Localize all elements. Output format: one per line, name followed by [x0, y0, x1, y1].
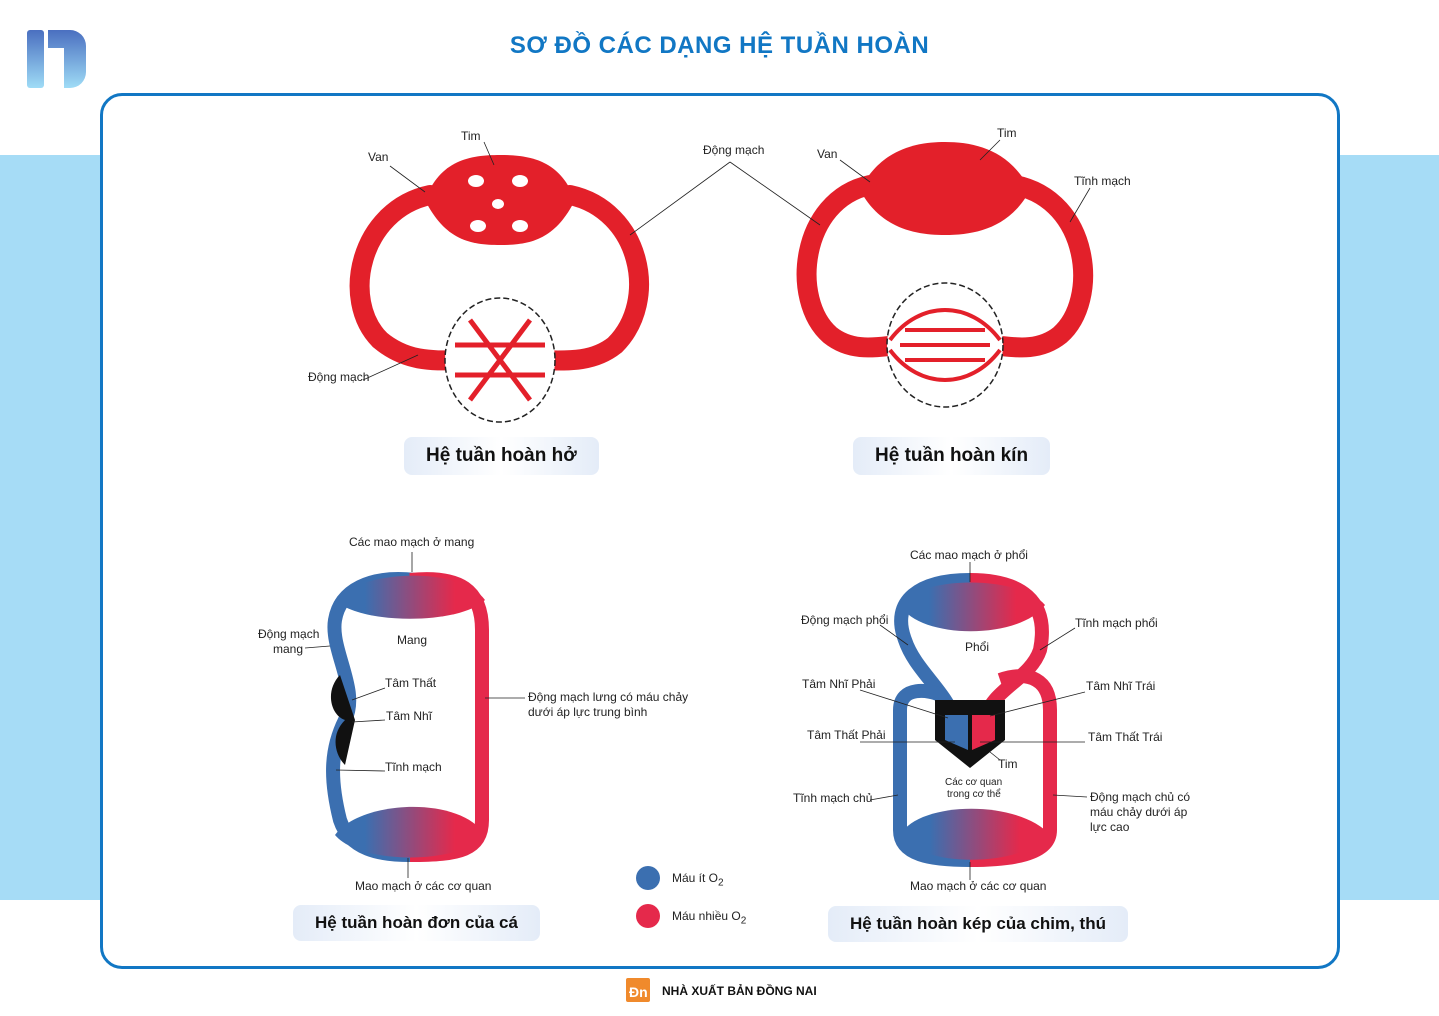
bird-vena-cava-label: Tĩnh mạch chủ: [793, 791, 873, 805]
open-heart-label: Tim: [461, 129, 481, 143]
publisher-name: NHÀ XUẤT BẢN ĐỒNG NAI: [662, 984, 817, 998]
closed-vein-label: Tĩnh mạch: [1074, 174, 1131, 188]
bird-ra-label: Tâm Nhĩ Phải: [802, 677, 876, 691]
legend-oxygen-rich-swatch: [636, 904, 660, 928]
bird-aorta-label-1: Động mạch chủ có: [1090, 790, 1191, 804]
closed-circulation-diagram: [796, 142, 1094, 408]
fish-gill-artery-label-2: mang: [273, 642, 304, 656]
shared-artery-label: Động mạch: [703, 143, 765, 157]
right-band: [1336, 155, 1439, 900]
bird-pulm-vein-label: Tĩnh mạch phổi: [1075, 616, 1158, 630]
closed-caption: Hệ tuần hoàn kín: [853, 437, 1051, 475]
bird-caption: Hệ tuần hoàn kép của chim, thú: [828, 906, 1128, 942]
bird-la-label: Tâm Nhĩ Trái: [1086, 679, 1156, 693]
closed-valve-label: Van: [817, 147, 838, 161]
publisher-logo-bottom: Đn: [626, 978, 650, 1002]
bird-lung-label: Phổi: [965, 640, 990, 654]
fish-dorsal-label-1: Động mạch lưng có máu chảy: [528, 690, 689, 704]
left-band: [0, 155, 102, 900]
fish-gill-artery-label-1: Động mạch: [258, 627, 320, 641]
legend-oxygen-rich: Máu nhiều O2: [672, 909, 746, 926]
legend-subscript: 2: [740, 915, 747, 927]
bird-organ-cap-label: Mao mạch ở các cơ quan: [910, 879, 1047, 893]
fish-organ-cap-label: Mao mạch ở các cơ quan: [355, 879, 492, 893]
open-circulation-diagram: [349, 155, 649, 423]
bird-lung-cap-label: Các mao mạch ở phổi: [910, 548, 1028, 562]
fish-gill-label: Mang: [397, 633, 428, 647]
bird-pulm-artery-label: Động mạch phổi: [801, 613, 889, 627]
bird-rv-label: Tâm Thất Phải: [807, 728, 886, 742]
mammal-circulation-diagram: [893, 573, 1057, 867]
bird-organs-label-2: trong cơ thể: [947, 789, 1001, 800]
open-caption: Hệ tuần hoàn hở: [404, 437, 599, 475]
leader-lines: [304, 139, 1091, 880]
publisher-logo-top: [27, 30, 86, 88]
legend-label: Máu nhiều O: [672, 909, 741, 923]
fish-caption: Hệ tuần hoàn đơn của cá: [293, 905, 540, 941]
fish-circulation-diagram: [326, 572, 489, 862]
legend-oxygen-poor: Máu ít O2: [672, 871, 724, 888]
fish-vein-label: Tĩnh mạch: [385, 760, 442, 774]
legend-oxygen-poor-swatch: [636, 866, 660, 890]
closed-heart-label: Tim: [997, 126, 1017, 140]
content-panel: [100, 93, 1340, 969]
bird-lv-label: Tâm Thất Trái: [1088, 730, 1163, 744]
fish-dorsal-label-2: dưới áp lực trung bình: [528, 705, 648, 719]
bird-aorta-label-3: lực cao: [1090, 820, 1130, 834]
fish-ventricle-label: Tâm Thất: [385, 676, 437, 690]
fish-gill-cap-label: Các mao mạch ở mang: [349, 535, 475, 549]
legend-subscript: 2: [718, 877, 724, 889]
bird-heart-label: Tim: [998, 757, 1018, 771]
fish-atrium-label: Tâm Nhĩ: [386, 709, 433, 723]
open-artery-label: Động mạch: [308, 370, 370, 384]
svg-text:Đn: Đn: [629, 984, 648, 1000]
legend-label: Máu ít O: [672, 871, 719, 885]
page-title: SƠ ĐỒ CÁC DẠNG HỆ TUẦN HOÀN: [509, 32, 930, 59]
bird-organs-label-1: Các cơ quan: [945, 777, 1003, 788]
open-valve-label: Van: [368, 150, 389, 164]
bird-aorta-label-2: máu chảy dưới áp: [1090, 805, 1188, 819]
